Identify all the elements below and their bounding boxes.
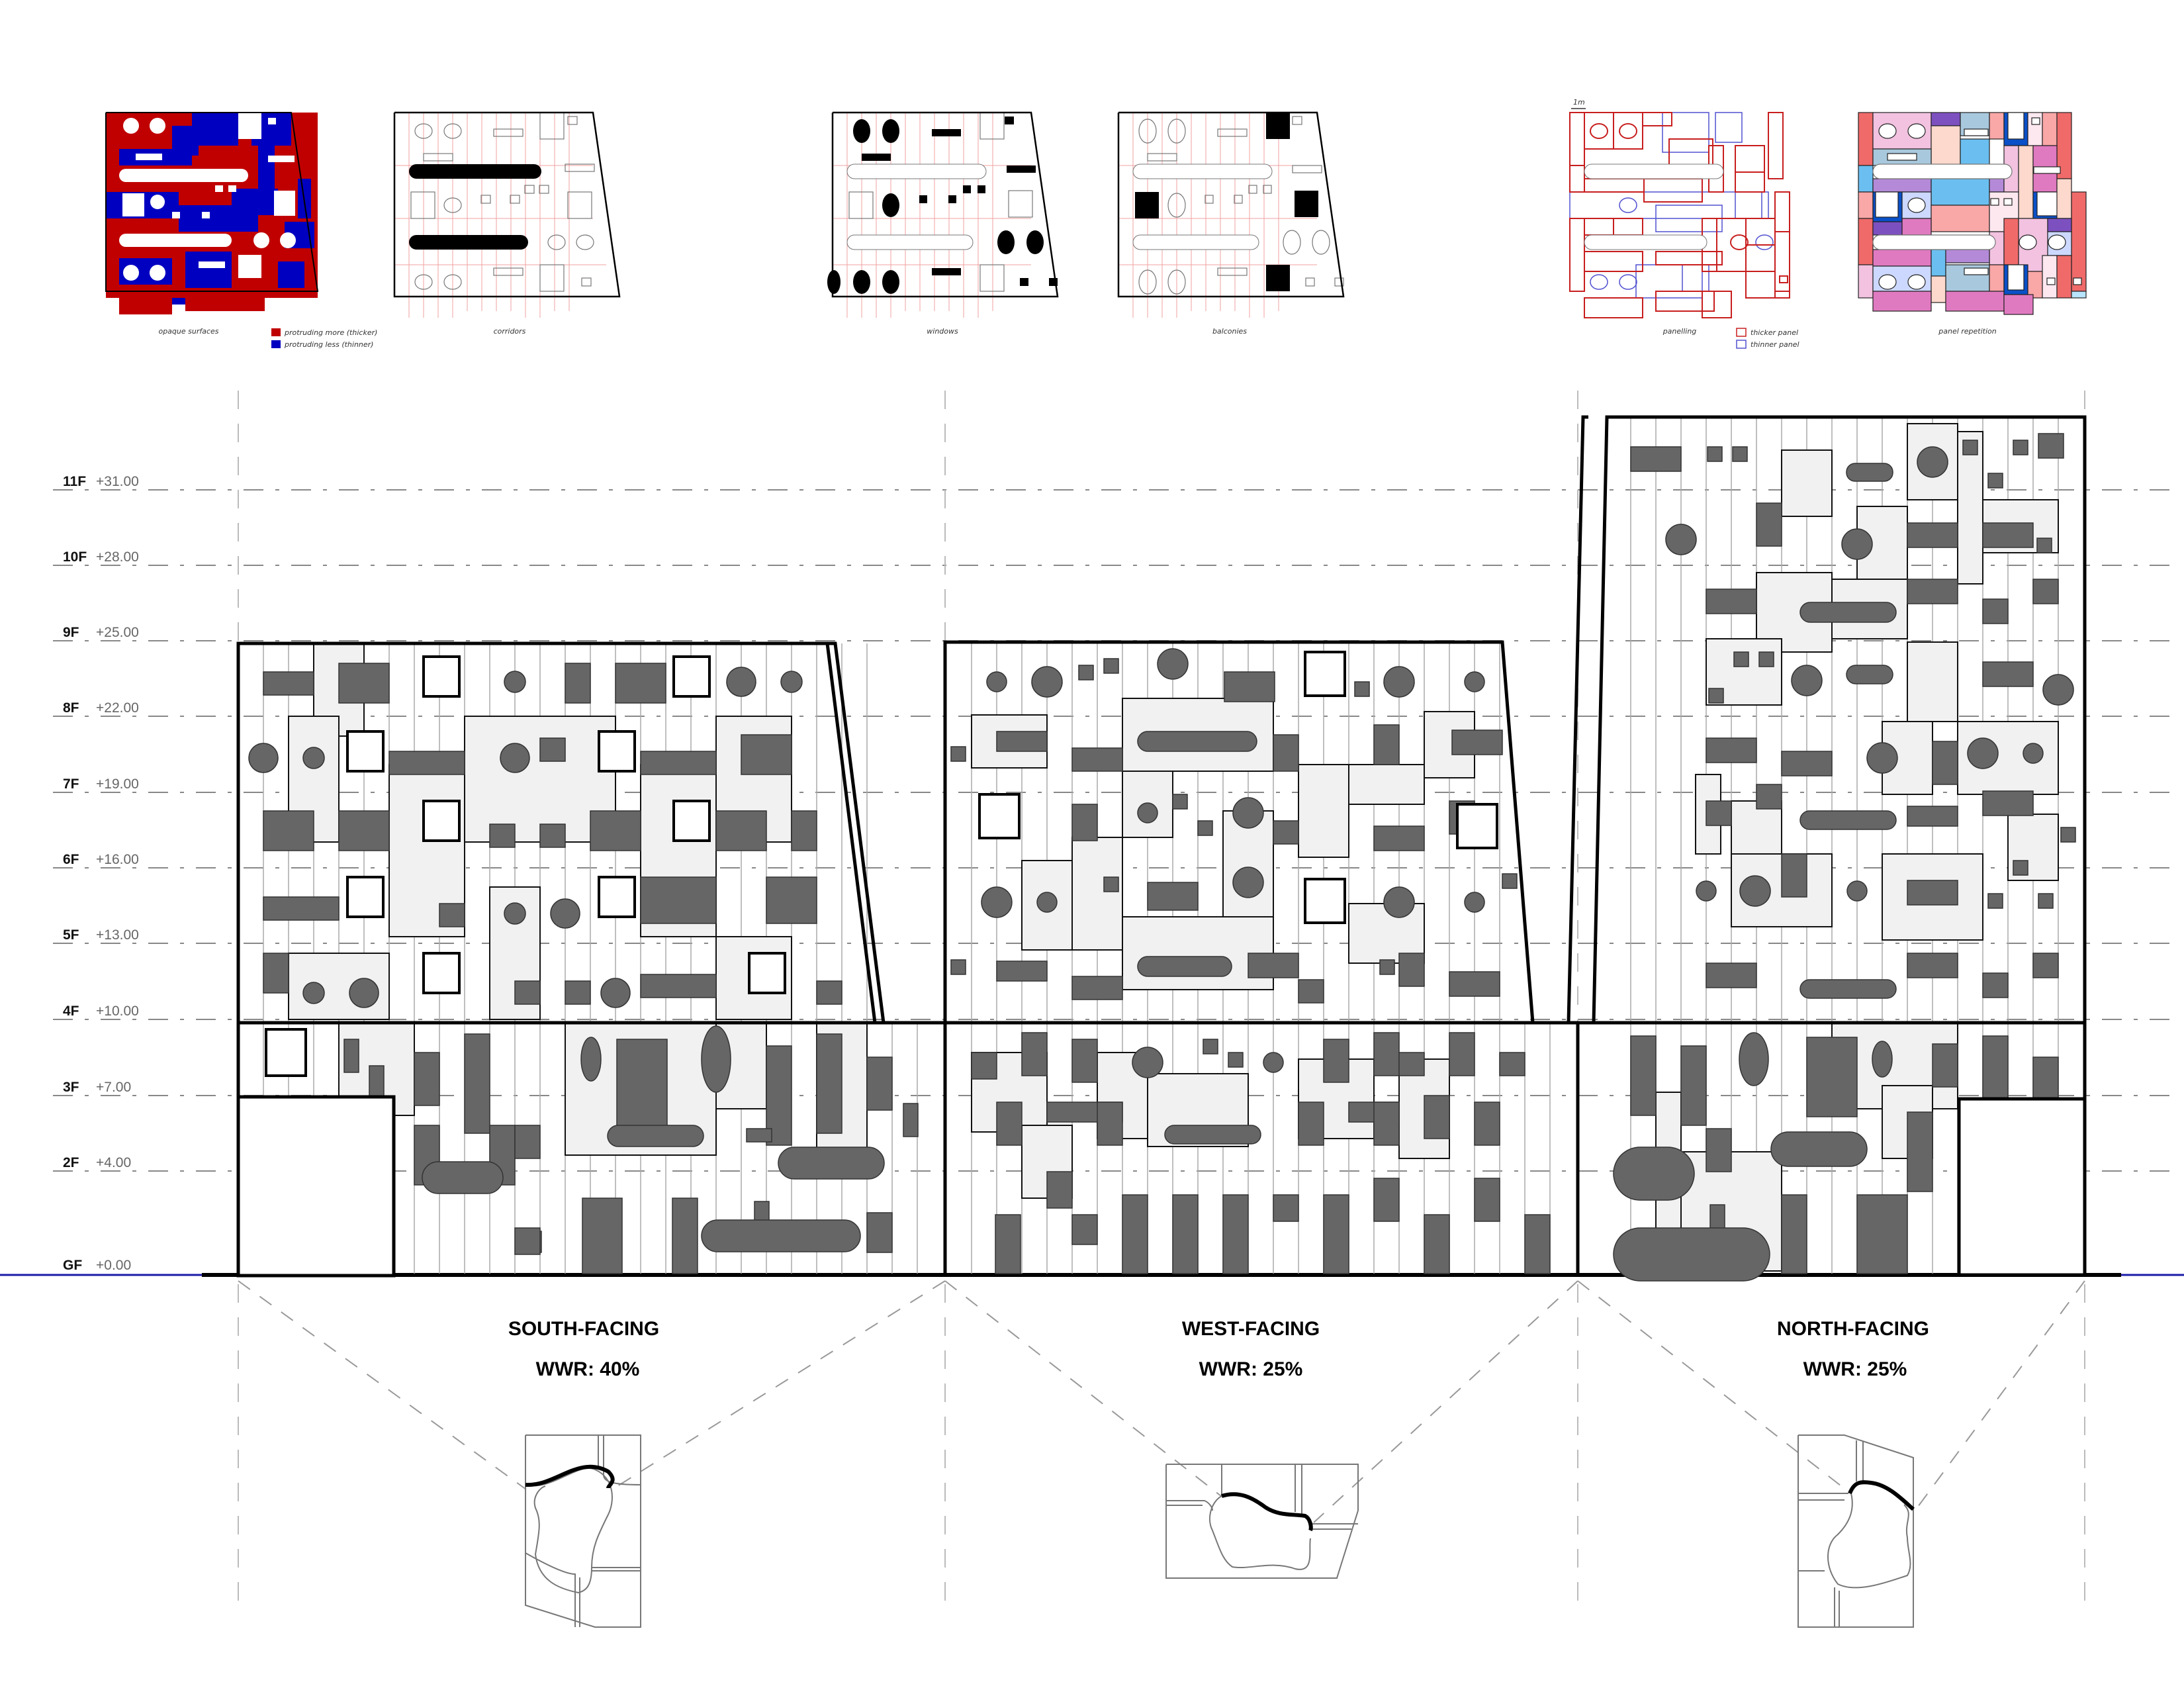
level-name: 3F: [63, 1080, 79, 1095]
level-name: GF: [63, 1258, 82, 1273]
detail-west: [1165, 1464, 1359, 1579]
caption-corridors: corridors: [494, 327, 526, 336]
legend-swatch-thicker: [271, 328, 281, 336]
legend-protruding-more: protruding more (thicker): [284, 328, 377, 337]
caption-panelling: panelling: [1662, 327, 1697, 336]
legend-thicker-panel: thicker panel: [1751, 328, 1798, 337]
level-name: 2F: [63, 1155, 79, 1170]
view-cone-lines: [238, 1280, 2085, 1523]
level-labels: 11F +31.00 10F +28.00 9F +25.00 8F +22.0…: [63, 474, 139, 1273]
level-value: +10.00: [96, 1004, 139, 1019]
caption-opaque-surfaces: opaque surfaces: [158, 327, 218, 336]
detail-south: [525, 1434, 641, 1628]
level-name: 10F: [63, 549, 87, 565]
legend-protruding-less: protruding less (thinner): [284, 340, 373, 349]
level-value: +4.00: [96, 1155, 131, 1170]
facade-title-north: NORTH-FACING: [1777, 1318, 1929, 1340]
level-name: 5F: [63, 927, 79, 943]
scale-bar-label: 1m: [1573, 98, 1585, 107]
level-name: 9F: [63, 625, 79, 640]
detail-north: [1797, 1434, 1915, 1628]
facade-title-west: WEST-FACING: [1182, 1318, 1320, 1340]
level-value: +0.00: [96, 1258, 131, 1273]
caption-windows: windows: [927, 327, 958, 336]
wwr-north: WWR: 25%: [1803, 1358, 1907, 1380]
level-name: 11F: [63, 474, 86, 489]
legend-swatch-thinner-panel: [1736, 340, 1747, 349]
level-value: +22.00: [96, 700, 139, 716]
thumbnail-panelling: 1m: [1569, 98, 1790, 318]
level-value: +25.00: [96, 625, 139, 640]
facade-title-south: SOUTH-FACING: [508, 1318, 659, 1340]
south-elevation: [236, 641, 947, 1278]
thumbnail-windows: [827, 111, 1059, 318]
legend-swatch-thicker-panel: [1736, 328, 1747, 337]
caption-balconies: balconies: [1212, 327, 1247, 336]
level-value: +16.00: [96, 852, 139, 867]
level-name: 8F: [63, 700, 79, 716]
wwr-south: WWR: 40%: [536, 1358, 640, 1380]
level-value: +13.00: [96, 927, 139, 943]
west-elevation: [943, 640, 1580, 1275]
thumbnail-panel-repetition: [1858, 112, 2087, 315]
level-value: +28.00: [96, 549, 139, 565]
wwr-west: WWR: 25%: [1199, 1358, 1303, 1380]
north-elevation: [1567, 415, 2087, 1282]
thumbnail-opaque-surfaces: [105, 112, 319, 314]
legend-swatch-thinner: [271, 340, 281, 348]
level-value: +31.00: [96, 474, 139, 489]
level-value: +7.00: [96, 1080, 131, 1095]
level-name: 7F: [63, 776, 79, 792]
thumbnail-corridors: [393, 111, 621, 318]
level-name: 6F: [63, 852, 79, 867]
level-value: +19.00: [96, 776, 139, 792]
level-name: 4F: [63, 1004, 79, 1019]
legend-thinner-panel: thinner panel: [1751, 340, 1799, 349]
thumbnail-balconies: [1117, 111, 1345, 318]
caption-panel-repetition: panel repetition: [1938, 327, 1997, 336]
